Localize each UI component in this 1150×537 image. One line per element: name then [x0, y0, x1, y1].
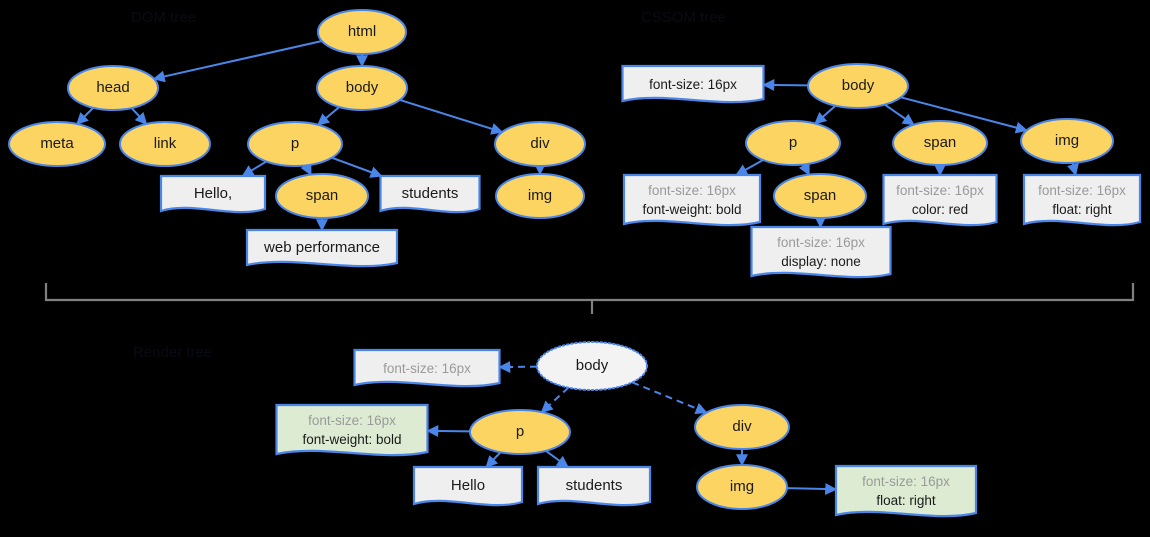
tree-node[interactable]: html: [317, 9, 407, 55]
tree-edge: [762, 78, 809, 91]
section-title-render: Render tree: [133, 344, 212, 361]
property-text-inherited: font-size: 16px: [896, 183, 984, 198]
tree-node[interactable]: students: [536, 465, 652, 507]
property-text-inherited: font-size: 16px: [1038, 183, 1126, 198]
property-box: font-size: 16px float: right: [834, 464, 978, 518]
tree-node[interactable]: body: [536, 341, 648, 391]
tree-node[interactable]: img: [696, 464, 788, 510]
property-box: font-size: 16px float: right: [1022, 173, 1142, 227]
edges-layer: [76, 40, 1079, 496]
tree-edge: [884, 103, 915, 126]
tree-node-label: span: [924, 134, 957, 151]
tree-node-label: body: [842, 77, 875, 94]
property-text-inherited: font-size: 16px: [383, 361, 471, 376]
tree-node-label: Hello: [451, 477, 485, 494]
property-box: font-size: 16px: [621, 64, 765, 104]
tree-edge: [735, 159, 764, 176]
tree-node[interactable]: div: [494, 121, 586, 167]
property-box: font-size: 16px font-weight: bold: [622, 173, 762, 227]
tree-edge: [798, 162, 811, 176]
tree-node[interactable]: meta: [8, 121, 106, 167]
tree-node-label: div: [530, 135, 550, 152]
property-text-inherited: font-size: 16px: [308, 413, 396, 428]
tree-node[interactable]: Hello,: [159, 174, 267, 214]
tree-edge: [152, 40, 323, 83]
tree-node[interactable]: span: [892, 120, 988, 166]
brace-layer: [44, 283, 1135, 314]
tree-node-label: body: [576, 357, 609, 374]
tree-edge: [76, 107, 94, 125]
property-text-inherited: font-size: 16px: [862, 474, 950, 489]
tree-node-label: html: [348, 23, 376, 40]
tree-edge: [786, 483, 838, 496]
tree-node[interactable]: img: [495, 173, 585, 219]
tree-node[interactable]: link: [119, 121, 211, 167]
tree-node-label: img: [730, 478, 754, 495]
tree-edge: [300, 162, 312, 176]
tree-node-label: p: [516, 423, 524, 440]
tree-edge: [130, 107, 148, 125]
tree-edge-dashed: [631, 381, 708, 415]
tree-node[interactable]: Hello: [412, 465, 524, 507]
tree-edge: [900, 96, 1028, 134]
tree-edge: [1067, 162, 1079, 177]
tree-node-label: p: [789, 134, 797, 151]
tree-node[interactable]: p: [469, 409, 571, 455]
tree-edge: [426, 425, 471, 438]
tree-edge: [241, 160, 267, 177]
property-box: font-size: 16px display: none: [750, 225, 892, 279]
property-text-inherited: font-size: 16px: [777, 235, 865, 250]
tree-edge: [545, 450, 569, 468]
tree-node[interactable]: body: [316, 65, 408, 111]
tree-edge: [485, 451, 502, 468]
property-box: font-size: 16px: [353, 348, 501, 388]
property-text: float: right: [1052, 202, 1112, 217]
tree-node[interactable]: div: [694, 404, 790, 450]
tree-edge: [317, 106, 340, 126]
tree-node[interactable]: img: [1020, 118, 1114, 164]
tree-node[interactable]: students: [379, 174, 481, 214]
property-text: font-size: 16px: [649, 77, 737, 92]
tree-node-label: meta: [40, 135, 74, 152]
tree-node[interactable]: p: [745, 120, 841, 166]
tree-edge: [331, 156, 383, 178]
tree-node[interactable]: span: [773, 173, 867, 219]
section-title-cssom: CSSOM tree: [641, 9, 726, 26]
tree-node-label: students: [402, 185, 459, 202]
tree-node-label: head: [96, 79, 129, 96]
property-boxes-layer: font-size: 16px font-size: 16px font-weigh…: [275, 64, 1142, 518]
tree-node-label: img: [1055, 132, 1079, 149]
tree-node-label: p: [291, 135, 299, 152]
tree-node[interactable]: web performance: [245, 228, 399, 268]
property-text: display: none: [781, 254, 861, 269]
section-title-dom: DOM tree: [131, 9, 196, 26]
tree-node-label: link: [154, 135, 177, 152]
tree-node-label: div: [732, 418, 752, 435]
tree-edge: [399, 98, 504, 135]
property-box: font-size: 16px color: red: [882, 173, 998, 227]
tree-node-label: Hello,: [194, 185, 232, 202]
tree-node-label: span: [306, 187, 339, 204]
tree-node[interactable]: body: [807, 63, 909, 109]
property-text: font-weight: bold: [642, 202, 741, 217]
property-text: float: right: [876, 493, 936, 508]
combining-brace: [44, 283, 1135, 302]
property-box: font-size: 16px font-weight: bold: [275, 403, 429, 457]
tree-node-label: body: [346, 79, 379, 96]
property-text: font-weight: bold: [302, 432, 401, 447]
tree-node-label: web performance: [263, 239, 380, 256]
property-text-inherited: font-size: 16px: [648, 183, 736, 198]
tree-node-label: students: [566, 477, 623, 494]
tree-node[interactable]: span: [275, 173, 369, 219]
tree-node[interactable]: head: [67, 65, 159, 111]
property-text: color: red: [912, 202, 968, 217]
tree-node[interactable]: p: [247, 121, 343, 167]
tree-node-label: span: [804, 187, 837, 204]
tree-edge-dashed: [540, 386, 570, 413]
tree-node-label: img: [528, 187, 552, 204]
tree-edge: [814, 104, 837, 125]
